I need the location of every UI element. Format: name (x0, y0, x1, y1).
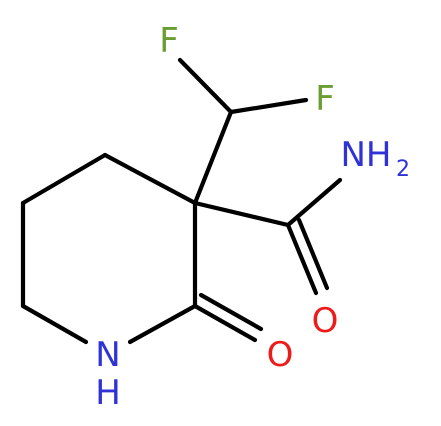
fluorine-label-top: F (159, 21, 179, 61)
bond-c2-o-a (192, 303, 258, 343)
ring-nitrogen-label: N (95, 335, 120, 375)
atom-labels: F F NH 2 O O N H (95, 21, 410, 413)
bond-c3-c6 (102, 152, 198, 206)
bond-camide-o-a (285, 222, 319, 296)
bond-c2-o-b (198, 292, 264, 332)
bond-chf2-f-top (177, 57, 234, 115)
fluorine-label-right: F (315, 79, 335, 119)
bond-chf2-f-right (228, 97, 309, 115)
bond-c3-chf2 (192, 109, 234, 206)
bond-n-c2 (127, 303, 198, 345)
amide-nitrogen-subscript: 2 (396, 157, 410, 182)
bond-camide-n (285, 177, 343, 228)
bond-c3-camide (192, 200, 291, 228)
bond-c6-c5 (20, 152, 108, 206)
amide-oxygen-label: O (312, 301, 339, 341)
bonds (20, 57, 343, 345)
amide-nitrogen-label: NH (341, 135, 392, 175)
ring-nitrogen-hydrogen-label: H (95, 373, 121, 413)
ring-oxygen-label: O (267, 335, 294, 375)
bond-c4-n (20, 303, 89, 345)
bond-camide-o-b (296, 217, 330, 291)
